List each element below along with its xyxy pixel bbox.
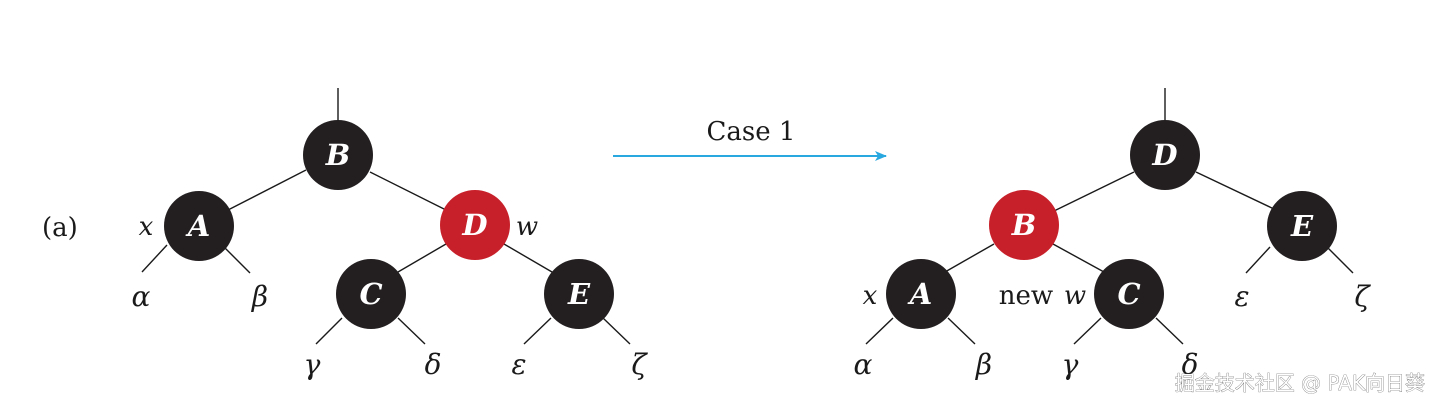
after-node-E-label: E <box>1290 209 1314 243</box>
before-edge-D-E <box>503 243 553 273</box>
after-edge-E-zeta <box>1326 246 1354 274</box>
before-subtree-gamma: γ <box>304 348 321 381</box>
before-node-D <box>440 190 510 260</box>
before-node-C <box>336 259 406 329</box>
before-node-B <box>303 120 373 190</box>
before-subtree-zeta: ζ <box>631 348 648 381</box>
after-tree: D B E A C x new w α β γ δ ε ζ <box>854 88 1371 381</box>
before-node-E-label: E <box>567 277 591 311</box>
before-node-A-label: A <box>185 209 211 243</box>
after-edge-B-C <box>1052 243 1105 273</box>
after-edge-C-gamma <box>1073 317 1102 345</box>
after-edge-D-B <box>1053 171 1135 212</box>
after-node-D-label: D <box>1151 138 1177 172</box>
before-edge-A-alpha <box>141 244 168 273</box>
before-edge-E-zeta <box>602 317 631 345</box>
after-edge-A-beta <box>947 317 976 345</box>
figure-label: (a) <box>42 213 78 243</box>
after-node-C-label: C <box>1117 277 1140 311</box>
after-node-A <box>886 259 956 329</box>
after-node-C <box>1094 259 1164 329</box>
after-subtree-zeta: ζ <box>1354 280 1371 313</box>
transition-label: Case 1 <box>707 117 796 147</box>
before-tag-w: w <box>516 212 538 242</box>
before-edge-B-D <box>369 171 449 212</box>
before-node-B-label: B <box>325 138 351 172</box>
after-edge-A-alpha <box>865 317 894 345</box>
after-edge-D-E <box>1195 171 1275 210</box>
after-edge-C-delta <box>1155 317 1184 345</box>
before-node-D-label: D <box>461 208 487 242</box>
after-subtree-beta: β <box>975 348 992 381</box>
before-edge-C-delta <box>397 317 426 345</box>
before-tag-x: x <box>139 212 154 242</box>
before-subtree-delta: δ <box>425 348 442 381</box>
after-edge-B-A <box>944 243 995 273</box>
after-node-B <box>989 190 1059 260</box>
after-subtree-gamma: γ <box>1062 348 1079 381</box>
after-tag-x: x <box>863 281 878 311</box>
before-edge-B-A <box>227 169 307 211</box>
before-subtree-alpha: α <box>132 280 151 313</box>
before-edge-D-C <box>397 243 447 273</box>
after-subtree-alpha: α <box>854 348 873 381</box>
before-node-A <box>164 191 234 261</box>
watermark: 掘金技术社区 @ PAK向日葵 <box>1175 371 1425 395</box>
before-edge-E-epsilon <box>523 317 552 345</box>
before-edge-C-gamma <box>315 317 343 345</box>
transition: Case 1 <box>613 117 887 161</box>
after-tag-new: new <box>999 281 1053 311</box>
after-tag-w: w <box>1064 281 1086 311</box>
after-node-D <box>1130 120 1200 190</box>
after-node-E <box>1267 191 1337 261</box>
after-subtree-delta: δ <box>1182 348 1199 381</box>
before-edge-A-beta <box>223 246 251 274</box>
before-subtree-beta: β <box>251 280 268 313</box>
before-node-C-label: C <box>359 277 382 311</box>
after-node-B-label: B <box>1011 208 1037 242</box>
before-tree: B A D C E x w α β γ δ ε ζ <box>132 88 648 381</box>
before-subtree-epsilon: ε <box>511 348 526 381</box>
before-node-E <box>544 259 614 329</box>
after-edge-E-epsilon <box>1245 246 1271 274</box>
after-node-A-label: A <box>907 277 933 311</box>
after-subtree-epsilon: ε <box>1234 280 1249 313</box>
